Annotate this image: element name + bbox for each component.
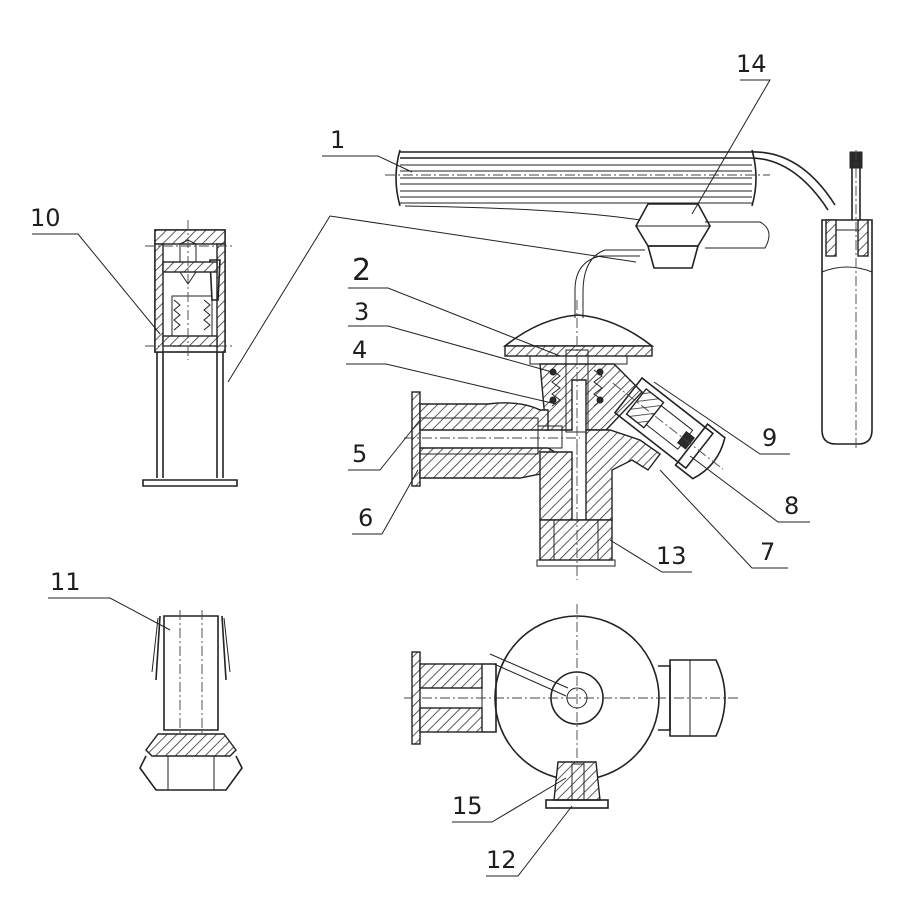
detail-10 <box>142 220 238 487</box>
detail-11 <box>139 610 243 791</box>
label-10: 10 <box>30 204 61 232</box>
label-5: 5 <box>352 440 367 468</box>
capillary-coil <box>385 149 836 318</box>
label-13: 13 <box>656 542 687 570</box>
callout-labels: 1 2 3 4 5 6 7 8 9 10 11 12 13 14 15 <box>30 50 799 874</box>
label-9: 9 <box>762 424 777 452</box>
leader-lines <box>32 79 810 877</box>
label-8: 8 <box>784 492 799 520</box>
label-11: 11 <box>50 568 81 596</box>
label-15: 15 <box>452 792 483 820</box>
label-12: 12 <box>486 846 517 874</box>
hex-fitting <box>635 203 711 269</box>
top-view <box>404 604 740 809</box>
sensing-bulb <box>821 150 873 448</box>
label-4: 4 <box>352 336 367 364</box>
valve-body-section <box>404 300 726 580</box>
label-1: 1 <box>330 126 345 154</box>
label-14: 14 <box>736 50 767 78</box>
label-6: 6 <box>358 504 373 532</box>
label-7: 7 <box>760 538 775 566</box>
label-2: 2 <box>352 253 371 288</box>
label-3: 3 <box>354 298 369 326</box>
